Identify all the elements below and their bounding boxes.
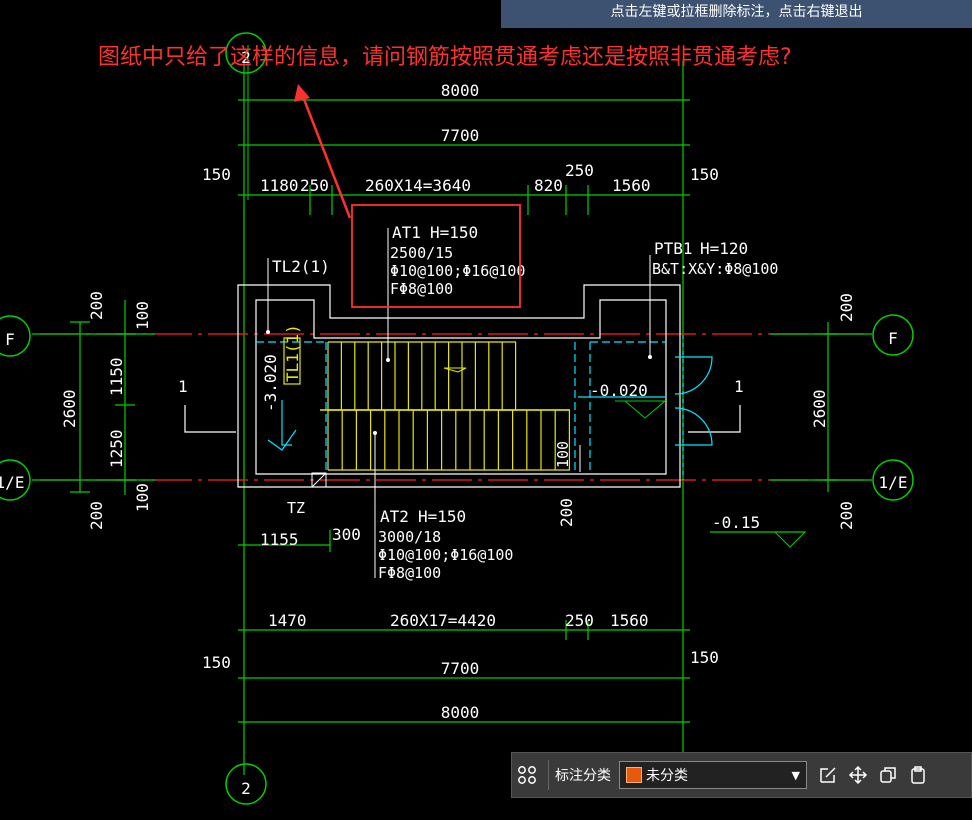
color-swatch [626, 767, 642, 783]
label-at2-h: H=150 [418, 507, 466, 526]
right-dimensions [818, 322, 838, 492]
dim-left-total: 2600 [60, 389, 79, 428]
dim-200: 200 [557, 498, 576, 527]
dim-bot-right-offset: 150 [690, 648, 719, 667]
dim-300: 300 [332, 525, 361, 544]
label-tz: TZ [287, 499, 305, 517]
dim-top-inner: 7700 [441, 126, 480, 145]
elev-outside: -0.15 [712, 513, 760, 532]
clipboard-icon[interactable] [903, 760, 933, 790]
dim-1155: 1155 [260, 530, 299, 549]
copy-icon[interactable] [873, 760, 903, 790]
dim-top-right-offset: 150 [690, 165, 719, 184]
dim-left-lower: 1250 [107, 429, 126, 468]
dim-right-top: 200 [837, 293, 856, 322]
label-tl1: TL1(1) [283, 324, 302, 382]
axis-bubble-bottom: 2 [225, 763, 267, 805]
move-icon[interactable] [843, 760, 873, 790]
section-left: 1 [178, 377, 188, 396]
dim-top-seg1: 1180 [260, 176, 299, 195]
toolbar-label: 标注分类 [555, 768, 611, 784]
section-right: 1 [734, 377, 744, 396]
door-swing [674, 356, 713, 446]
dim-right-total: 2600 [810, 389, 829, 428]
dim-top-seg6: 1560 [612, 176, 651, 195]
dim-left-bottom: 200 [87, 501, 106, 530]
edit-icon[interactable] [813, 760, 843, 790]
status-hint-text: 点击左键或拉框删除标注，点击右键退出 [610, 4, 863, 20]
dim-left-upper: 1150 [107, 357, 126, 396]
dim-100: 100 [554, 441, 572, 468]
label-ptb1-name: PTB1 [654, 239, 693, 258]
label-at2-name: AT2 [380, 507, 409, 526]
dim-bot-seg3: 250 [565, 611, 594, 630]
dim-left-bottom-small: 100 [133, 483, 152, 512]
label-tl2: TL2(1) [272, 257, 330, 276]
dim-top-left-offset: 150 [202, 165, 231, 184]
top-dimensions [238, 99, 690, 215]
label-at2-line4: FΦ8@100 [378, 564, 441, 582]
svg-text:F: F [888, 329, 898, 348]
category-select[interactable]: 未分类 ▼ [619, 761, 807, 789]
axis-bubble-right-e: 1/E [872, 459, 914, 501]
svg-text:1/E: 1/E [879, 473, 908, 492]
annotation-arrow [300, 93, 352, 219]
dim-left-top-small: 100 [133, 301, 152, 330]
dim-top-seg2: 250 [300, 176, 329, 195]
elev-right: -0.020 [590, 381, 648, 400]
label-at1-h: H=150 [430, 223, 478, 242]
dim-bot-seg4: 1560 [610, 611, 649, 630]
dim-bot-total: 8000 [441, 703, 480, 722]
dim-left-top: 200 [87, 291, 106, 320]
dim-bot-inner: 7700 [441, 659, 480, 678]
svg-text:1/E: 1/E [0, 473, 24, 492]
dim-bot-seg1: 1470 [268, 611, 307, 630]
tl1-beam [283, 337, 301, 385]
bottom-dimensions [238, 620, 690, 723]
svg-text:2: 2 [241, 779, 251, 798]
annotation-toolbar: 标注分类 未分类 ▼ [511, 752, 972, 798]
elev-left: -3.020 [261, 354, 280, 412]
left-dimensions [70, 300, 135, 495]
axis-bubble-right-f: F [872, 314, 914, 356]
question-annotation: 图纸中只给了这样的信息，请问钢筋按照贯通考虑还是按照非贯通考虑? [98, 45, 792, 70]
label-at1-line3: Φ10@100;Φ16@100 [390, 262, 525, 280]
dim-right-bottom: 200 [837, 501, 856, 530]
tz-column [311, 472, 327, 488]
axis-bubble-left-f: F [0, 315, 31, 357]
stair-treads [327, 341, 571, 471]
label-at1-line4: FΦ8@100 [390, 280, 453, 298]
section-markers [184, 405, 741, 433]
label-at2-line3: Φ10@100;Φ16@100 [378, 546, 513, 564]
dim-top-seg5: 250 [565, 161, 594, 180]
grid-apps-icon[interactable] [512, 760, 542, 790]
label-at1-line2: 2500/15 [390, 244, 453, 262]
category-selected: 未分类 [646, 768, 688, 784]
dim-top-total: 8000 [441, 81, 480, 100]
chevron-down-icon: ▼ [791, 768, 800, 782]
dim-top-stair: 260X14=3640 [365, 176, 471, 195]
stair-arrow [443, 367, 467, 373]
label-ptb1-line2: B&T:X&Y:Φ8@100 [652, 260, 778, 278]
axis-bubble-top: 2 [225, 32, 267, 74]
annotation-box [351, 204, 521, 308]
svg-text:2: 2 [241, 48, 251, 67]
svg-text:F: F [5, 330, 15, 349]
dim-top-seg4: 820 [534, 176, 563, 195]
stair-walls [237, 284, 681, 488]
label-at2-line2: 3000/18 [378, 528, 441, 546]
dim-bot-stair: 260X17=4420 [390, 611, 496, 630]
axis-bubble-left-e: 1/E [0, 459, 31, 501]
label-at1-name: AT1 [392, 223, 421, 242]
status-hint-bar: 点击左键或拉框删除标注，点击右键退出 [501, 0, 972, 28]
label-ptb1-h: H=120 [700, 239, 748, 258]
dim-bot-left-offset: 150 [202, 653, 231, 672]
cyan-lines [256, 335, 684, 480]
